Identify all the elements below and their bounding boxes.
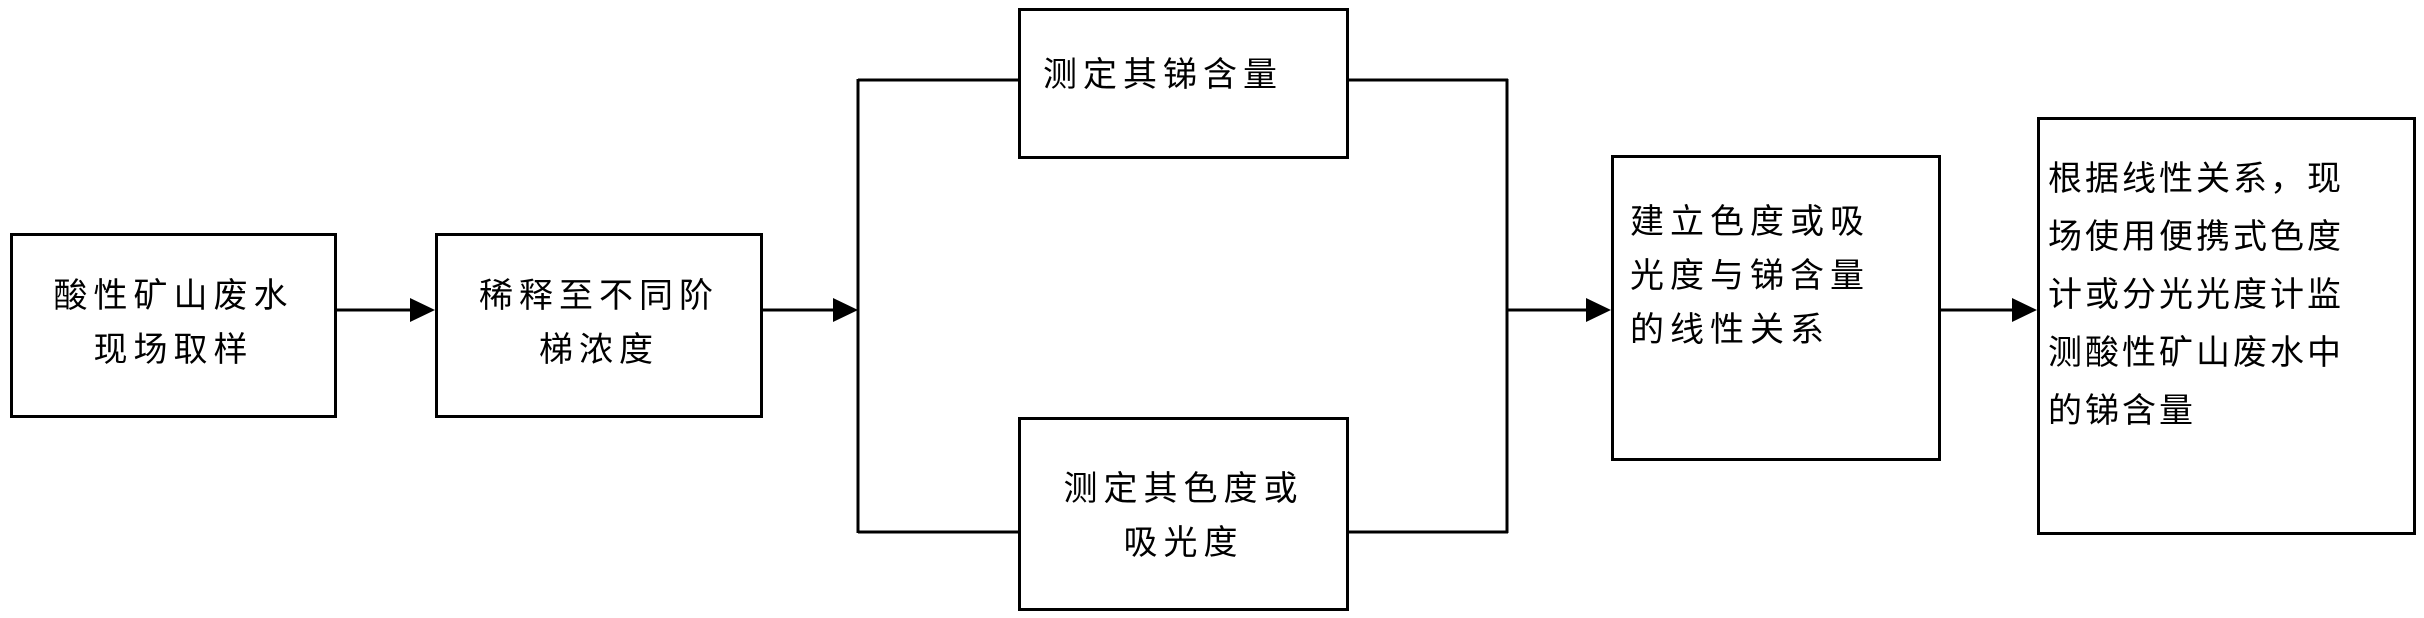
arrowhead-icon: [410, 298, 435, 322]
node-text-line: 稀释至不同阶: [479, 276, 719, 316]
arrowhead-icon: [2012, 298, 2037, 322]
node-text-line: 计或分光光度计监: [2048, 275, 2344, 315]
node-measure-antimony: 测定其锑含量: [1018, 8, 1349, 159]
edge-linear-relation-to-field-monitor: [1941, 298, 2037, 322]
node-text-line: 酸性矿山废水: [53, 276, 294, 316]
node-linear-relation: 建立色度或吸 光度与锑含量 的线性关系: [1611, 155, 1941, 461]
node-text-line: 测定其色度或: [1063, 469, 1304, 509]
node-text-line: 根据线性关系，现: [2048, 159, 2344, 199]
node-sampling: 酸性矿山废水 现场取样: [10, 233, 337, 418]
node-text-line: 建立色度或吸: [1630, 202, 1870, 242]
node-text-line: 测定其锑含量: [1043, 55, 1283, 95]
node-text-line: 的线性关系: [1630, 310, 1830, 350]
node-dilution: 稀释至不同阶 梯浓度: [435, 233, 763, 418]
edge-merge-to-linear-relation: [1507, 298, 1611, 322]
edge-branch-to-measurements: [856, 78, 1018, 534]
arrowhead-icon: [833, 298, 858, 322]
node-text-line: 梯浓度: [539, 330, 659, 370]
node-text-line: 的锑含量: [2048, 391, 2196, 431]
node-field-monitor: 根据线性关系，现 场使用便携式色度 计或分光光度计监 测酸性矿山废水中 的锑含量: [2037, 117, 2416, 535]
node-text-line: 测酸性矿山废水中: [2048, 333, 2344, 373]
node-text-line: 现场取样: [93, 330, 254, 370]
node-text-line: 吸光度: [1123, 523, 1244, 563]
edge-measurements-to-merge: [1349, 78, 1509, 534]
node-measure-color: 测定其色度或 吸光度: [1018, 417, 1349, 611]
edge-dilution-to-branch: [763, 298, 858, 322]
arrowhead-icon: [1586, 298, 1611, 322]
edge-sampling-to-dilution: [337, 298, 435, 322]
node-text-line: 场使用便携式色度: [2048, 217, 2344, 257]
node-text-line: 光度与锑含量: [1630, 256, 1870, 296]
